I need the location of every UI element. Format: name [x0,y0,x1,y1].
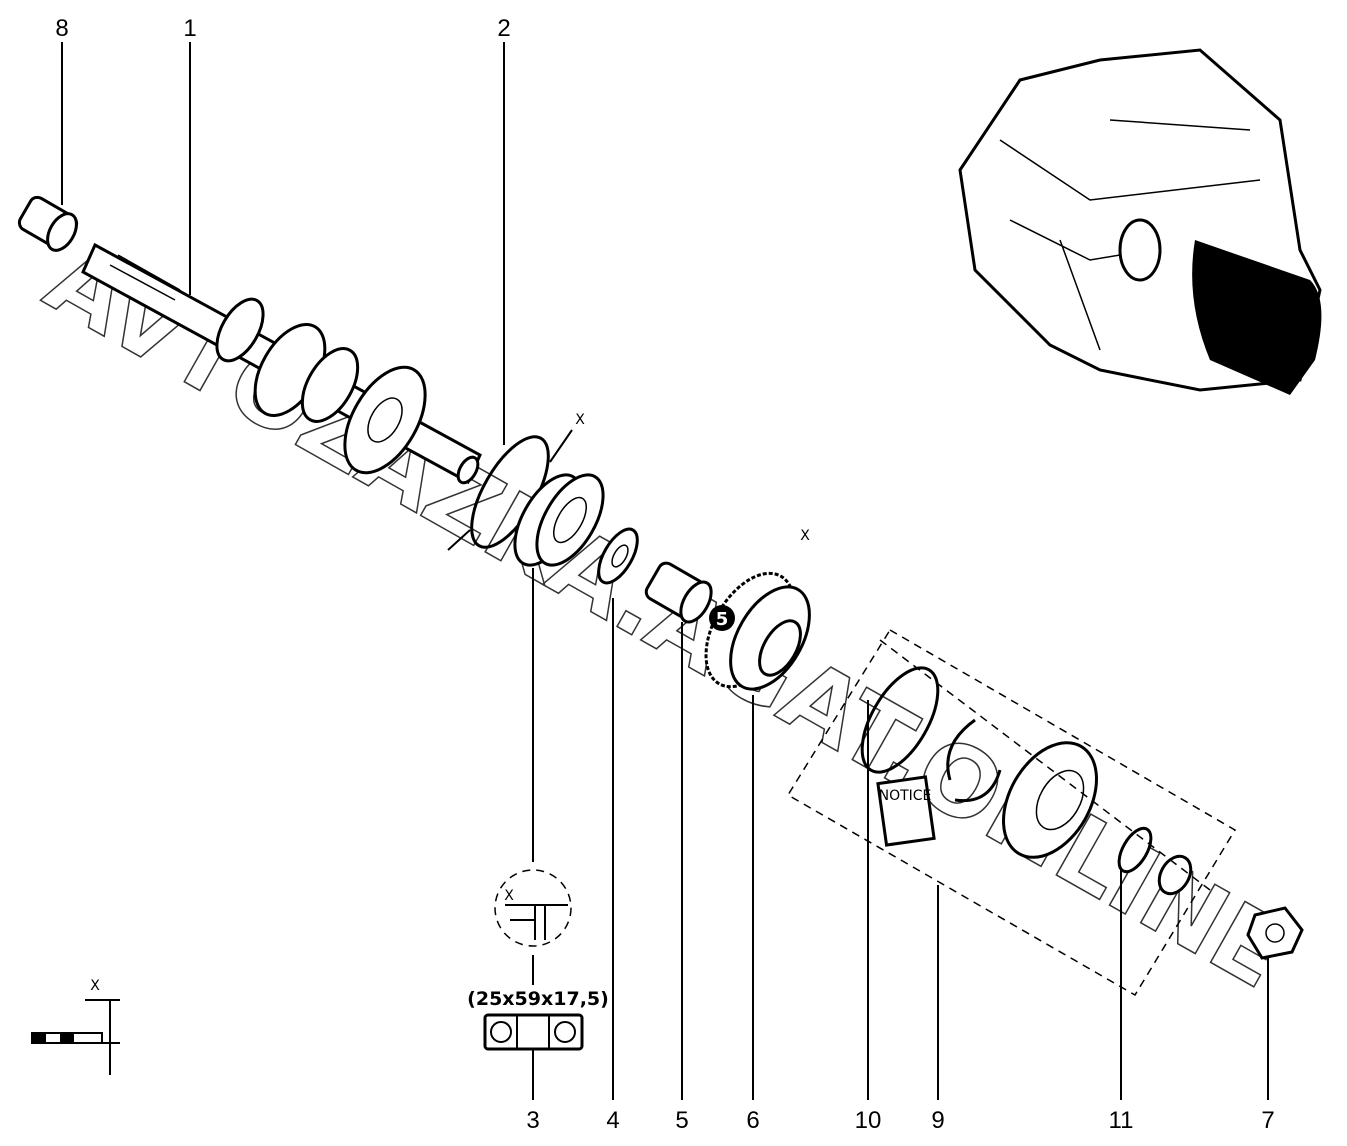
part-4-thrust-washer [597,527,639,585]
svg-text:X: X [90,978,100,994]
part-6-gear: X [704,528,811,691]
part-1-main-shaft [81,242,482,485]
svg-text:X: X [504,888,514,904]
callout-3: 3 [526,1107,539,1134]
callout-labels: 8 1 2 3 4 5 6 10 9 11 7 [55,15,1274,1134]
part-3-ball-bearing [513,473,605,567]
svg-text:X: X [575,412,585,428]
part-9-synchronizer-kit [786,628,1237,997]
bearing-symbol [483,1013,584,1051]
callout-8: 8 [55,15,68,42]
leader-lines [61,42,1269,1100]
torque-badge: 5 [709,605,735,631]
callout-4: 4 [606,1107,619,1134]
notice-leaflet: NOTICE [876,775,936,847]
bearing-fit-detail: X [494,869,572,947]
part-5-needle-bearing [644,561,713,624]
part-7-nut [1246,906,1304,960]
callout-1: 1 [183,15,196,42]
callout-9: 9 [931,1107,944,1134]
callout-7: 7 [1261,1107,1274,1134]
callout-5: 5 [675,1107,688,1134]
part-8-needle-bearing [17,195,79,252]
svg-text:5: 5 [716,609,729,630]
callout-6: 6 [746,1107,759,1134]
svg-text:X: X [800,528,810,544]
callout-11: 11 [1109,1107,1134,1134]
bearing-size-label: (25x59x17,5) [467,988,609,1010]
svg-text:NOTICE: NOTICE [879,788,932,804]
gearbox-overview-illustration [958,48,1322,395]
dimension-legend: X [31,978,120,1075]
callout-2: 2 [497,15,510,42]
callout-10: 10 [855,1107,882,1134]
